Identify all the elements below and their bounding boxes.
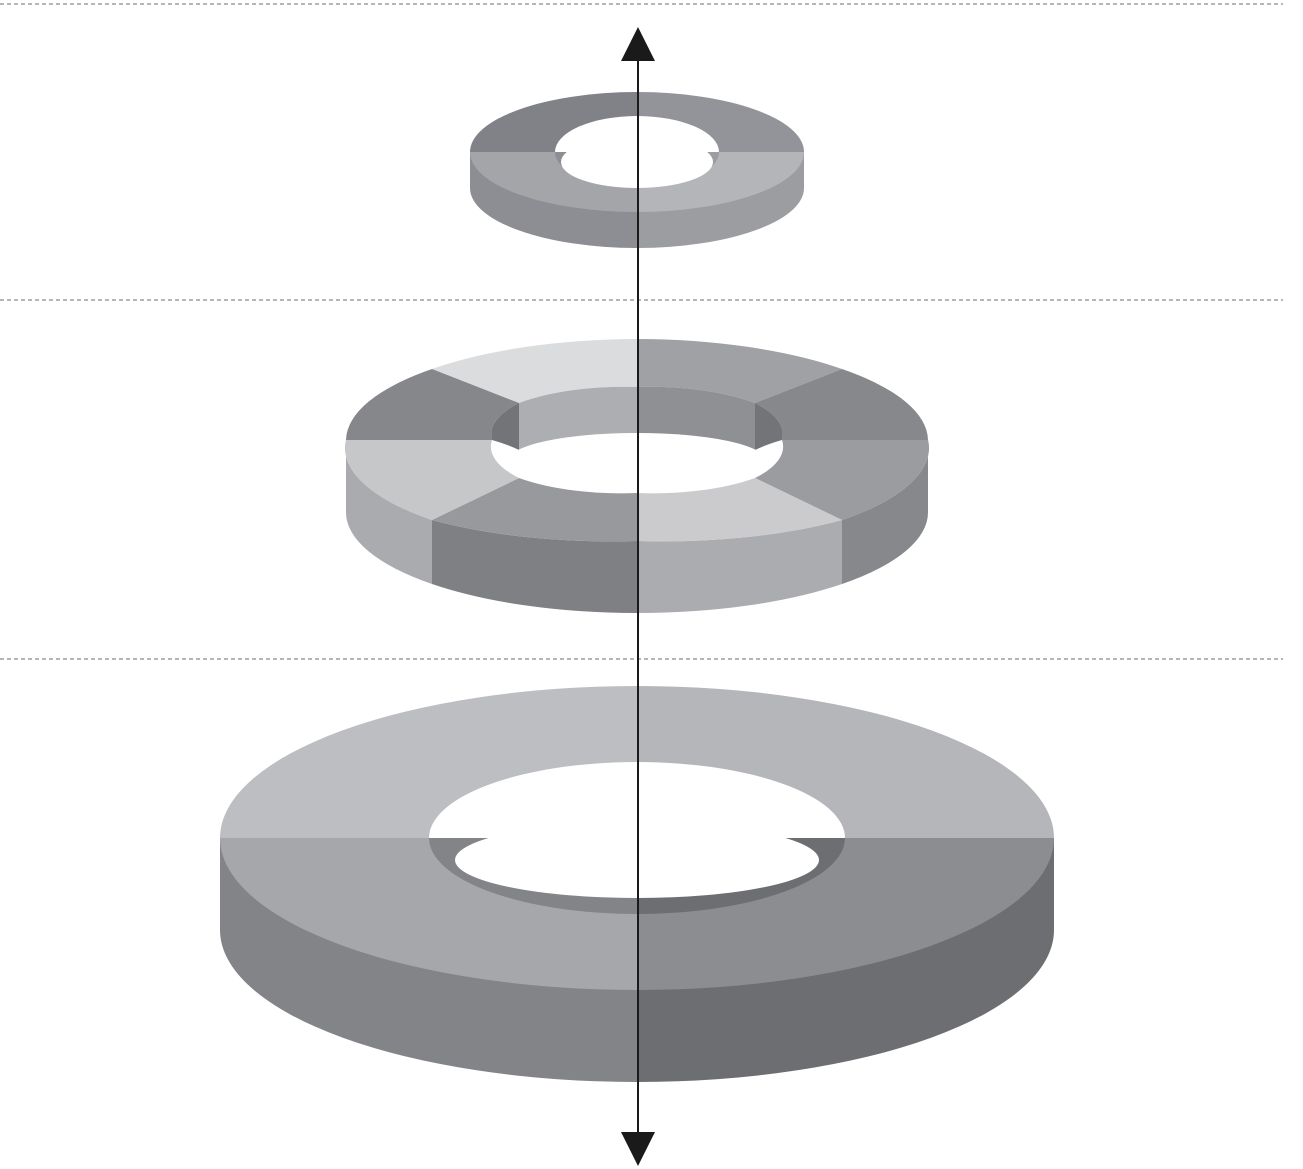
middle-ring-inner-wall-back <box>519 386 637 450</box>
top-ring <box>470 92 804 248</box>
bottom-ring-face-back-left <box>220 686 638 838</box>
bottom-ring-face-front-left <box>220 838 638 990</box>
top-ring-face-front-right <box>638 152 804 212</box>
middle-ring-sector-back-right <box>637 339 842 403</box>
top-ring-face-back-right <box>638 92 804 152</box>
middle-ring-sector-left-lower <box>345 440 519 520</box>
middle-ring-sector-front-right <box>637 478 842 542</box>
middle-ring-sector-front-left <box>432 478 637 542</box>
middle-ring-inner-wall-right <box>755 403 783 450</box>
middle-ring-inner-wall-back-right <box>637 386 755 450</box>
vertical-axis <box>621 27 655 1166</box>
bottom-ring-face-back-right <box>638 686 1054 838</box>
top-ring-face-front-left <box>470 152 638 212</box>
axis-arrow-up-icon <box>621 27 655 61</box>
bottom-ring-face-front-right <box>638 838 1054 990</box>
axis-arrow-down-icon <box>621 1132 655 1166</box>
middle-ring <box>345 339 929 614</box>
middle-ring-sector-back-left <box>432 339 637 403</box>
middle-ring-wall-center-right <box>637 520 842 614</box>
middle-ring-sector-left <box>346 369 519 440</box>
middle-ring-sector-right <box>755 369 928 440</box>
middle-ring-sector-right-lower <box>755 440 929 520</box>
middle-ring-wall-right <box>842 440 929 584</box>
level-separators <box>0 3 1283 660</box>
middle-ring-wall-center-left <box>432 520 637 614</box>
top-ring-face-back-left <box>470 92 638 152</box>
middle-ring-inner-wall-left <box>491 403 519 450</box>
middle-ring-wall-left <box>345 440 432 584</box>
